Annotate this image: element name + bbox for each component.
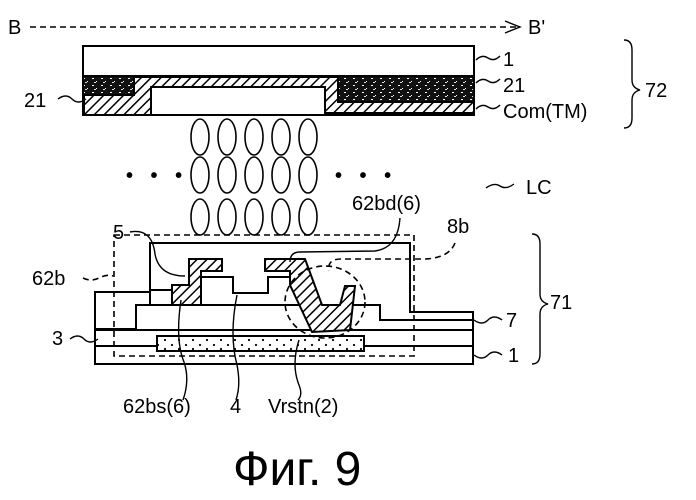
leader-3 xyxy=(70,336,98,342)
top-substrate-72: 21 1 21 Com(TM) 72 xyxy=(24,40,667,128)
label-21-left: 21 xyxy=(24,90,46,112)
lc-molecule xyxy=(218,199,236,235)
figure-caption: Фиг. 9 xyxy=(233,443,361,496)
liquid-crystal-layer: • • • • • • LC xyxy=(126,119,552,235)
leader-5 xyxy=(130,231,185,276)
label-62bs: 62bs(6) xyxy=(123,396,191,418)
lc-molecule xyxy=(191,199,209,235)
label-8b: 8b xyxy=(447,216,469,238)
source-electrode-62bs xyxy=(172,259,222,305)
label-1-top: 1 xyxy=(503,49,514,71)
lc-molecule xyxy=(191,119,209,155)
label-62b: 62b xyxy=(32,268,65,290)
leader-21-right xyxy=(476,79,500,83)
lc-molecule xyxy=(299,199,317,235)
label-62bd: 62bd(6) xyxy=(352,193,421,215)
brace-72-icon xyxy=(624,40,640,128)
lc-molecule xyxy=(218,119,236,155)
lc-molecule xyxy=(299,157,317,193)
top-glass-substrate xyxy=(83,46,474,76)
section-start-label: B xyxy=(8,17,21,39)
brace-71-icon xyxy=(532,234,548,364)
leader-8b xyxy=(329,243,455,271)
lc-molecule xyxy=(245,119,263,155)
lc-molecule xyxy=(272,199,290,235)
lc-molecule xyxy=(245,157,263,193)
leader-21-left xyxy=(58,96,86,102)
lc-molecule xyxy=(191,157,209,193)
leader-com-tm xyxy=(476,105,500,109)
label-4: 4 xyxy=(230,396,241,418)
label-7: 7 xyxy=(506,310,517,332)
label-5: 5 xyxy=(113,222,124,244)
leader-1-bottom xyxy=(474,352,502,358)
lc-molecule xyxy=(245,199,263,235)
label-72: 72 xyxy=(645,80,667,102)
section-end-label: B' xyxy=(528,17,545,39)
leader-1-top xyxy=(476,56,500,60)
passivation-layer-7 xyxy=(95,243,473,330)
label-21-right: 21 xyxy=(503,75,525,97)
label-lc: LC xyxy=(526,177,552,199)
lc-molecule xyxy=(299,119,317,155)
black-matrix-left xyxy=(84,77,134,95)
label-vrstn: Vrstn(2) xyxy=(268,396,338,418)
label-1-bottom: 1 xyxy=(508,345,519,367)
gate-insulator-step xyxy=(95,305,473,329)
lc-molecule xyxy=(272,119,290,155)
drain-electrode-62bd xyxy=(265,259,355,332)
leader-lc xyxy=(486,184,514,188)
reset-line-vrstn xyxy=(157,336,364,351)
lc-molecule xyxy=(272,157,290,193)
leader-7 xyxy=(474,317,502,323)
section-line: B B' xyxy=(8,17,545,39)
label-71: 71 xyxy=(550,292,572,314)
black-matrix-right xyxy=(338,77,474,102)
label-3: 3 xyxy=(52,328,63,350)
leader-62b xyxy=(83,275,113,280)
lc-ellipsis-right: • • • xyxy=(335,165,397,187)
label-com-tm: Com(TM) xyxy=(503,101,587,123)
lc-molecule xyxy=(218,157,236,193)
lc-ellipsis-left: • • • xyxy=(126,165,188,187)
